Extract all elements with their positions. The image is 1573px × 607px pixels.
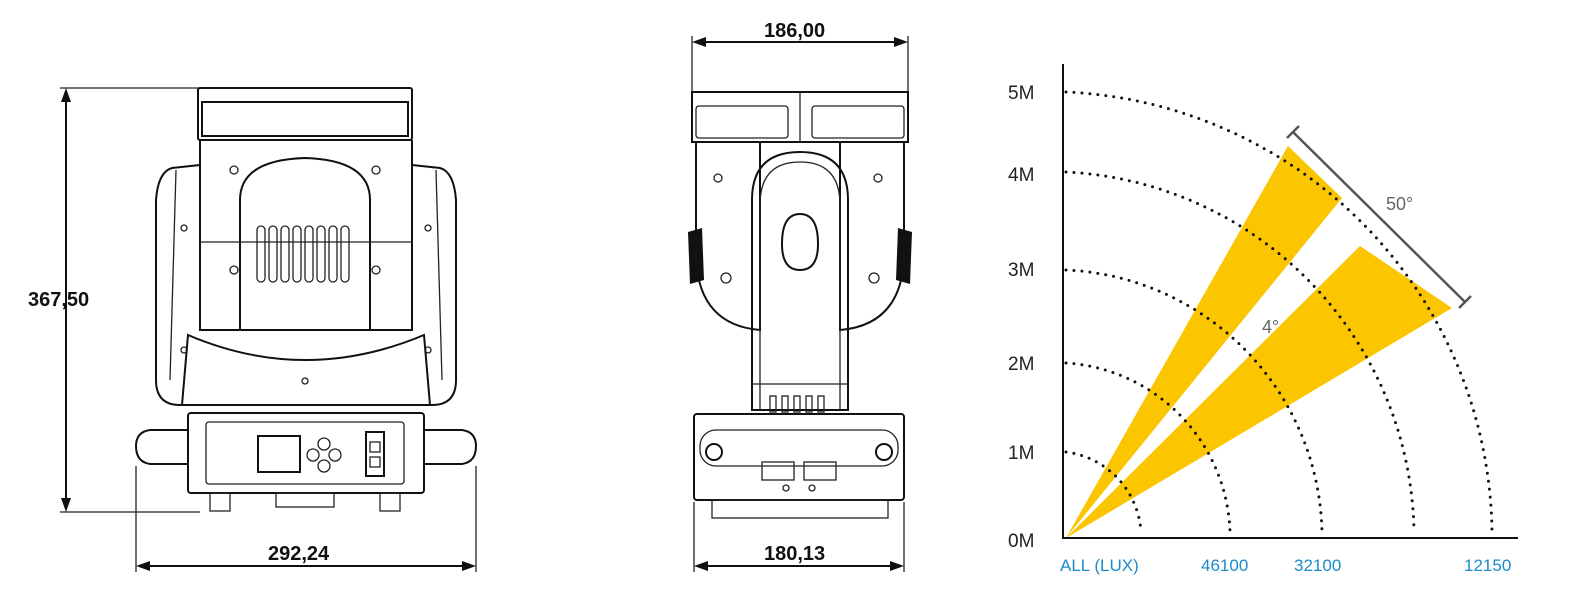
distance-labels: 5M 4M 3M 2M 1M 0M: [1008, 83, 1034, 552]
control-buttons: [306, 437, 342, 473]
y-label-5m: 5M: [1008, 83, 1034, 104]
lux-label-12150: 12150: [1464, 556, 1511, 575]
axes: [1062, 64, 1518, 539]
y-label-1m: 1M: [1008, 443, 1034, 464]
beam-diagram: 50° 4° 5M 4M 3M 2M 1M 0M ALL (LUX) 46100…: [1008, 64, 1518, 575]
y-label-4m: 4M: [1008, 165, 1034, 186]
y-label-3m: 3M: [1008, 260, 1034, 281]
lux-label-46100: 46100: [1201, 556, 1248, 575]
base-ports: [761, 461, 837, 492]
beam-wedge-upper: [1066, 146, 1342, 538]
beam-wedge-lower: [1066, 246, 1452, 538]
width-dimension: 292,24: [135, 466, 477, 572]
width-label: 292,24: [268, 543, 330, 565]
height-label: 367,50: [28, 289, 89, 311]
y-label-2m: 2M: [1008, 354, 1034, 375]
side-view: 186,00: [688, 20, 912, 572]
height-dimension: 367,50: [28, 87, 410, 513]
zoom-angle-label: 50°: [1386, 194, 1413, 214]
top-width-dimension: 186,00: [691, 20, 909, 92]
lux-label-all: ALL (LUX): [1060, 556, 1139, 575]
lux-labels: ALL (LUX) 46100 32100 12150: [1060, 556, 1511, 575]
zoom-angle-bracket: 50°: [1286, 125, 1472, 309]
y-label-0m: 0M: [1008, 531, 1034, 552]
illuminance-arcs: [1064, 90, 1494, 534]
front-view: 367,50: [28, 87, 478, 572]
column-ribs: [769, 395, 825, 413]
bottom-width-label: 180,13: [764, 543, 825, 565]
vent-slots: [256, 225, 350, 283]
lux-label-32100: 32100: [1294, 556, 1341, 575]
top-width-label: 186,00: [764, 20, 825, 42]
beam-angle-label: 4°: [1262, 317, 1279, 337]
bottom-width-dimension: 180,13: [693, 502, 905, 572]
